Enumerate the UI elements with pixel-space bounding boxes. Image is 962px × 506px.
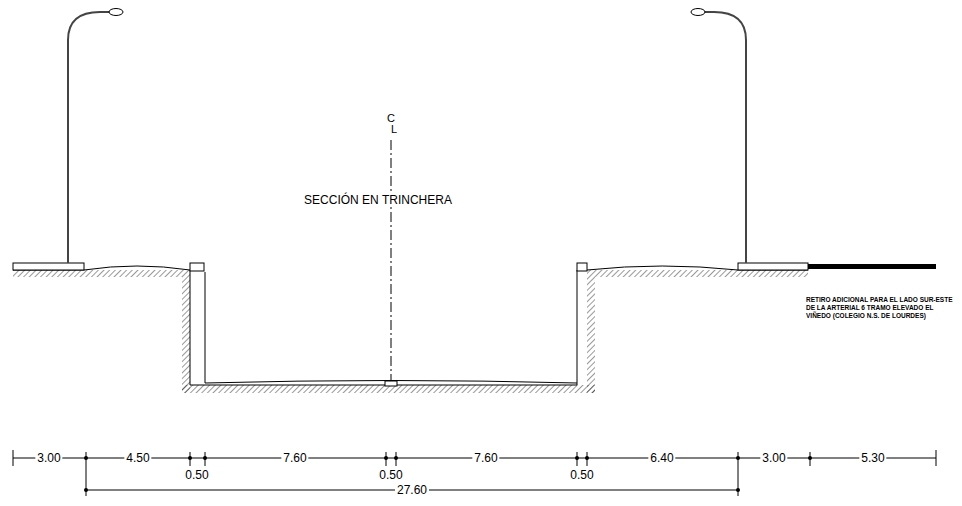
additional-setback	[808, 264, 936, 269]
dimension: 27.60	[395, 484, 429, 496]
centerline-symbol: L	[391, 124, 397, 135]
curb	[190, 263, 204, 271]
sidewalk	[13, 263, 84, 270]
setback-note: RETIRO ADICIONAL PARA EL LADO SUR-ESTE D…	[806, 296, 956, 320]
sidewalk	[738, 263, 808, 270]
median-curb	[385, 381, 397, 386]
dimension: 3.00	[35, 452, 62, 464]
centerline-symbol: C	[387, 113, 395, 124]
curb	[577, 263, 587, 271]
section-title: SECCIÓN EN TRINCHERA	[302, 194, 454, 206]
dimension-lines	[13, 450, 936, 496]
luminaire	[109, 9, 123, 16]
surface-lines	[13, 266, 808, 385]
soil-hatch	[13, 270, 808, 393]
dimension: 0.50	[568, 469, 595, 481]
dimension: 0.50	[377, 469, 404, 481]
lamp-post	[68, 12, 746, 263]
dimension: 3.00	[760, 452, 787, 464]
dimension-ticks	[84, 456, 812, 492]
dimension: 7.60	[472, 452, 499, 464]
centerline	[391, 140, 392, 380]
dimension: 4.50	[124, 452, 151, 464]
luminaire	[691, 9, 705, 16]
dimension: 7.60	[281, 452, 308, 464]
dimension: 6.40	[648, 452, 675, 464]
dimension: 5.30	[859, 452, 886, 464]
dimension: 0.50	[183, 469, 210, 481]
